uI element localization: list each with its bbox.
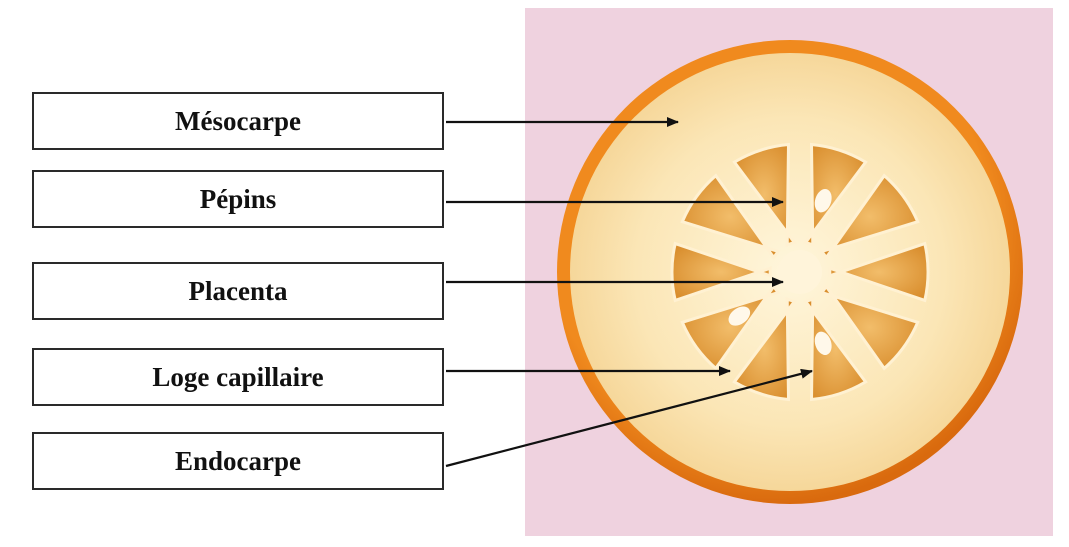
placenta-core — [778, 250, 822, 294]
label-endocarpe-text: Endocarpe — [175, 446, 301, 477]
label-pepins: Pépins — [32, 170, 444, 228]
label-pepins-text: Pépins — [200, 184, 277, 215]
label-loge-capillaire-text: Loge capillaire — [152, 362, 323, 393]
label-placenta-text: Placenta — [189, 276, 288, 307]
label-loge-capillaire: Loge capillaire — [32, 348, 444, 406]
label-endocarpe: Endocarpe — [32, 432, 444, 490]
label-mesocarpe-text: Mésocarpe — [175, 106, 301, 137]
label-placenta: Placenta — [32, 262, 444, 320]
label-mesocarpe: Mésocarpe — [32, 92, 444, 150]
orange-slice — [557, 40, 1023, 504]
